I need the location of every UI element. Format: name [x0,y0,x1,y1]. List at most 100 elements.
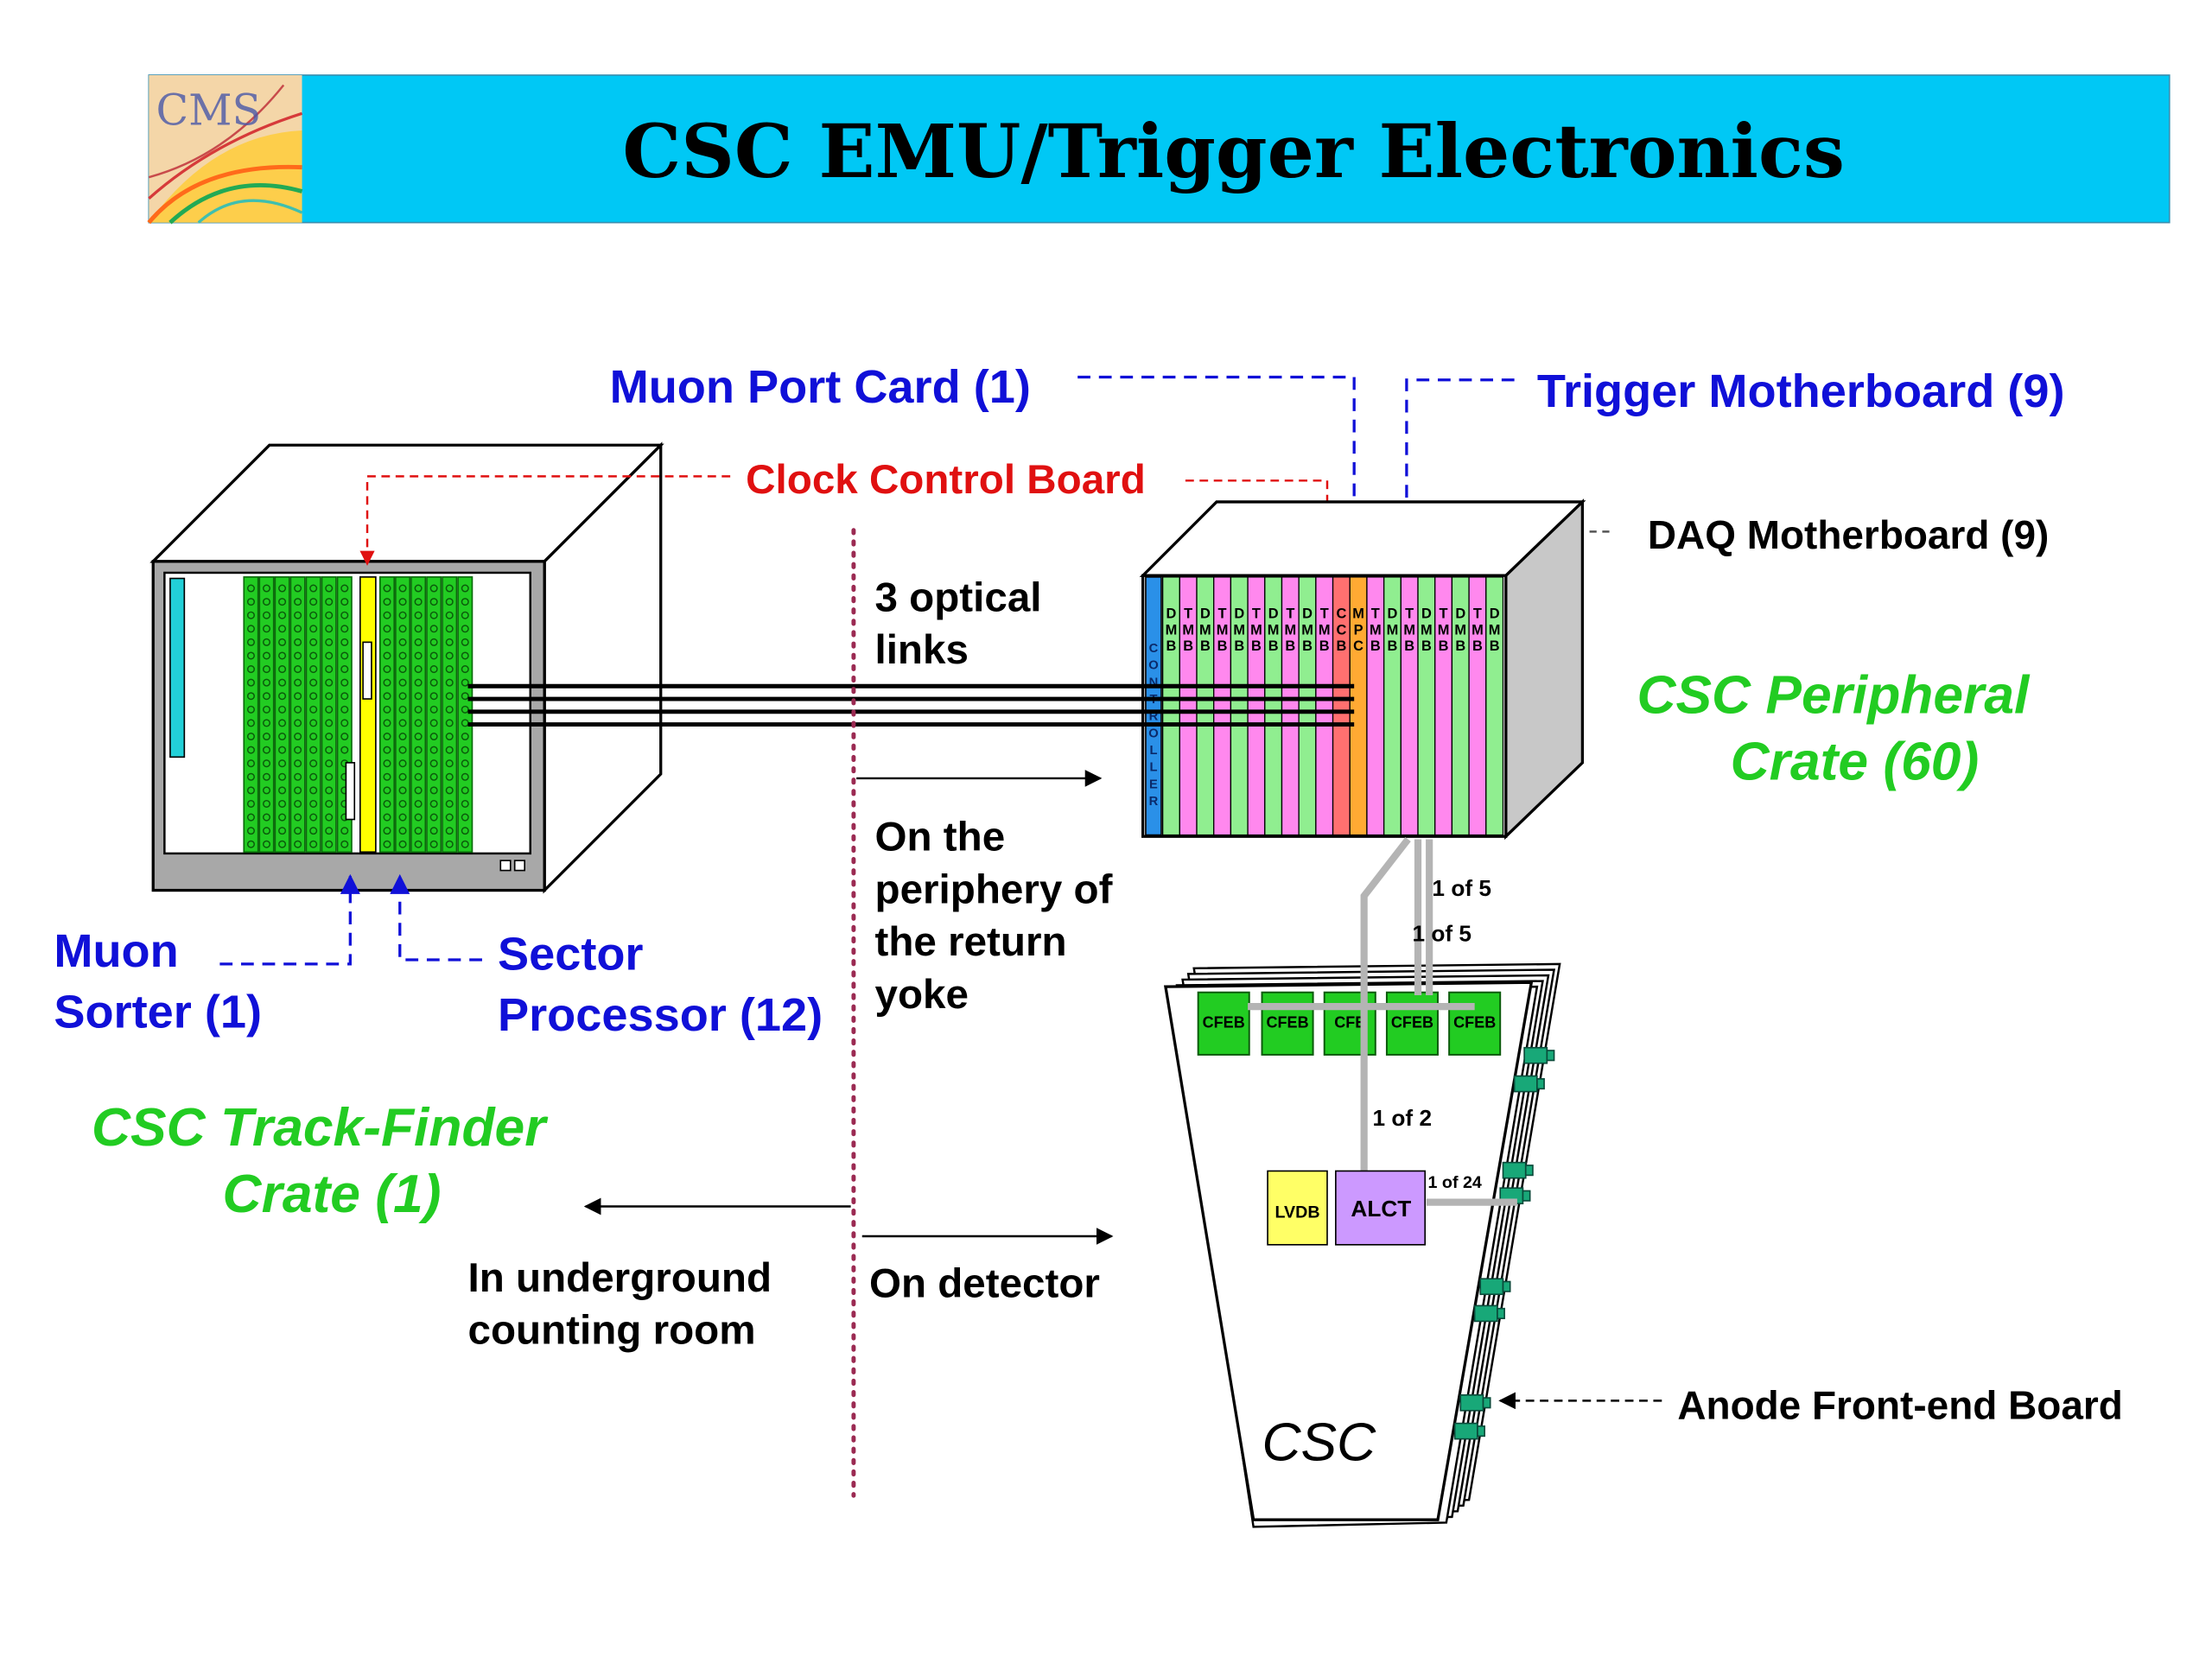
sector-processor-label: Sector Processor (12) [498,928,823,1041]
slot-letter: M [1387,622,1399,638]
cables [1248,836,1517,1206]
slot-letter: T [1473,606,1482,621]
afeb-board [1502,1161,1534,1179]
peripheral-slot: DMB [1417,576,1436,836]
track-finder-board [305,576,321,854]
slot-letter: B [1490,638,1500,654]
slot-letter: T [1252,606,1261,621]
peripheral-crate-line-1: CSC Peripheral [1637,665,2031,725]
optical-links-line-2: links [875,627,969,673]
slot-letter: B [1166,638,1177,654]
cfeb-label: CFEB [1266,1014,1308,1031]
slot-letter: D [1200,606,1211,621]
track-finder-board [321,576,337,854]
slot-letter: M [1284,622,1296,638]
slot-letter: P [1354,622,1363,638]
slot-letter: M [1199,622,1211,638]
peripheral-slot: DMB [1230,576,1249,836]
cfeb-label: CFEB [1203,1014,1245,1031]
optical-links-line-1: 3 optical [875,574,1042,620]
track-finder-boards [243,576,474,854]
slot-letter: T [1286,606,1294,621]
peripheral-slot: CCB [1332,576,1351,836]
track-finder-board [442,576,458,854]
slot-letter: B [1285,638,1295,654]
slot-letter: D [1268,606,1279,621]
track-finder-board [426,576,442,854]
slot-letter: D [1388,606,1398,621]
cfeb-board: CFEB [1385,991,1439,1056]
slot-letter: B [1472,638,1483,654]
underground-line-1: In underground [468,1255,772,1301]
track-finder-board [243,576,259,854]
peripheral-slot: TMB [1213,576,1232,836]
slot-letter: M [1489,622,1501,638]
cfeb-board: CFEB [1261,991,1314,1056]
peripheral-slot: DMB [1451,576,1470,836]
slot-letter: M [1352,606,1364,621]
slot-letter: B [1336,638,1346,654]
muon-sorter-leader [219,873,360,966]
periphery-line-1: On the [875,815,1006,860]
slot-letter: B [1200,638,1211,654]
peripheral-slot: TMB [1366,576,1385,836]
afeb-boards [1453,1046,1555,1440]
underground-line-2: counting room [468,1308,756,1354]
slot-letter: B [1217,638,1228,654]
controller-letter: R [1149,710,1159,724]
slot-letter: M [1421,622,1433,638]
track-finder-crate-label: CSC Track-Finder Crate (1) [92,1098,561,1224]
muon-port-card-label: Muon Port Card (1) [610,361,1031,413]
track-finder-crate [149,441,664,894]
controller-letter: R [1149,795,1159,809]
controller-letter: O [1148,659,1158,673]
slot-letter: T [1440,606,1448,621]
sector-processor-line-1: Sector [498,928,644,980]
cfeb-board: CFE [1323,991,1376,1056]
slot-letter: D [1302,606,1313,621]
track-finder-board [395,576,411,854]
slot-letter: D [1490,606,1500,621]
slot-letter: M [1233,622,1245,638]
one-of-2-label: 1 of 2 [1373,1105,1433,1131]
csc-label: CSC [1262,1412,1377,1472]
slot-letter: B [1404,638,1414,654]
muon-sorter-line-2: Sorter (1) [54,987,262,1038]
slot-letter: B [1421,638,1432,654]
peripheral-slot: DMB [1485,576,1504,836]
afeb-board [1453,1422,1485,1440]
track-finder-board [378,576,396,854]
slot-letter: M [1438,622,1450,638]
peripheral-crate-label: CSC Peripheral Crate (60) [1637,665,2044,791]
slot-letter: B [1183,638,1193,654]
one-of-5-label-b: 1 of 5 [1412,921,1471,947]
peripheral-slot: TMB [1434,576,1453,836]
slot-letter: B [1302,638,1313,654]
slot-letter: B [1455,638,1465,654]
crate-controller [1145,576,1162,836]
header-bar: CMS CSC EMU/Trigger Electronics [147,74,2171,225]
peripheral-slot: DMB [1382,576,1402,836]
alct-label: ALCT [1351,1196,1411,1222]
cms-logo: CMS [147,74,303,225]
periphery-line-2: periphery of [875,866,1113,912]
sector-processor-leader [390,873,482,962]
controller-letter: L [1149,744,1157,758]
cfeb-label: CFEB [1391,1014,1433,1031]
slot-letter: T [1405,606,1414,621]
track-finder-board [289,576,306,854]
cfeb-label: CFE [1334,1014,1365,1031]
controller-letter: N [1149,676,1159,689]
slot-letter: T [1320,606,1329,621]
one-of-5-label-a: 1 of 5 [1432,875,1491,901]
peripheral-slot: TMB [1315,576,1334,836]
peripheral-slot: MPC [1349,576,1368,836]
peripheral-crate-line-2: Crate (60) [1731,733,1980,792]
slot-letter: M [1319,622,1331,638]
slot-letter: M [1471,622,1484,638]
peripheral-slot: TMB [1468,576,1487,836]
peripheral-crate: CONTROLLER DMBTMBDMBTMBDMBTMBDMBTMBDMBTM… [1139,498,1586,841]
header-background [148,74,2171,224]
